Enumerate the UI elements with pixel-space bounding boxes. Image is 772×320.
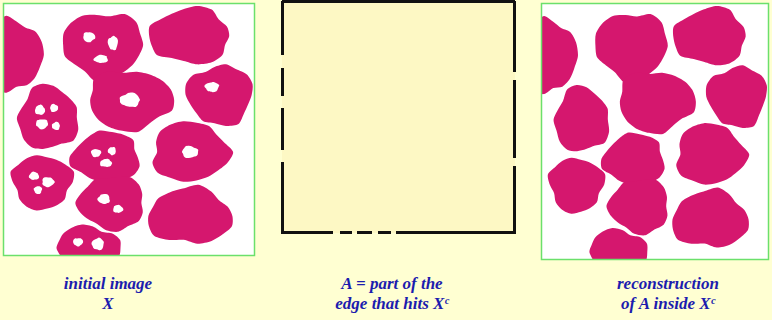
panel-caption: A = part of the edge that hits Xᶜ [334, 274, 450, 314]
cell-blob [10, 155, 74, 210]
edge-segment [281, 68, 284, 96]
cell-body [10, 155, 74, 210]
cell-blob [606, 179, 667, 235]
cell-blob [672, 188, 749, 248]
cell-body [541, 16, 578, 94]
edge-segment [396, 231, 516, 234]
cell-hole [35, 104, 45, 115]
edge-segment [513, 166, 516, 234]
cell-blob [69, 130, 139, 181]
edge-segment [357, 231, 372, 234]
panel-caption: initial image X [63, 274, 154, 314]
cell-body [673, 6, 746, 65]
cell-body [152, 121, 233, 182]
cell-hole [36, 119, 48, 129]
cell-body [620, 73, 696, 135]
cell-body [56, 225, 120, 256]
cell-body [554, 85, 610, 151]
cell-blob [541, 16, 578, 94]
cell-body [595, 14, 668, 83]
cell-blob [673, 6, 746, 65]
cell-body [90, 72, 174, 133]
edge-segment [513, 80, 516, 158]
image-frame [4, 4, 255, 256]
cell-body [606, 179, 667, 235]
edge-segment [281, 231, 333, 234]
edge-segment [340, 231, 352, 234]
cell-hole [93, 55, 108, 63]
cell-hole [50, 104, 58, 112]
cell-hole [120, 93, 140, 107]
cell-blob [56, 225, 120, 256]
cell-blob [90, 72, 174, 133]
cell-hole [108, 36, 118, 50]
cell-hole [113, 205, 123, 213]
cell-body [149, 6, 229, 64]
cell-blob [706, 65, 767, 128]
cell-hole [108, 147, 116, 155]
cell-body [75, 177, 142, 232]
cell-hole [182, 146, 198, 158]
image-ground [282, 1, 515, 233]
cell-blob [75, 177, 142, 232]
cell-hole [34, 186, 43, 194]
edge-segment [513, 1, 516, 72]
cell-body [672, 188, 749, 248]
cell-body [63, 14, 143, 82]
cell-blob [63, 14, 143, 82]
cell-body [17, 84, 78, 149]
cell-hole [97, 194, 110, 204]
cell-body [3, 16, 44, 93]
cell-hole [42, 177, 54, 187]
cell-hole [83, 32, 95, 42]
cell-body [601, 132, 665, 184]
cell-body [548, 158, 606, 214]
cell-set-scaled [541, 6, 767, 260]
cell-hole [29, 172, 39, 180]
cell-hole [52, 122, 60, 130]
cell-blob [589, 228, 647, 260]
cell-blob [601, 132, 665, 184]
cell-blob [149, 6, 229, 64]
reconstructed-set [541, 6, 767, 260]
edge-segment [281, 108, 284, 150]
edge-set [281, 1, 516, 234]
cell-body [589, 228, 647, 260]
cell-body [148, 185, 233, 244]
cell-body [706, 65, 767, 128]
image-frame [542, 4, 769, 260]
cell-blob [17, 84, 78, 149]
cell-set [3, 6, 253, 256]
cell-blob [3, 16, 44, 93]
panel-caption: reconstruction of A inside Xᶜ [616, 274, 721, 314]
cell-blob [676, 123, 749, 185]
cell-blob [595, 14, 668, 83]
cell-body [676, 123, 749, 185]
cell-hole [204, 82, 219, 92]
cell-hole [73, 238, 83, 246]
cell-blob [548, 158, 606, 214]
cell-body [69, 130, 139, 181]
cell-blob [148, 185, 233, 244]
cell-blob [554, 85, 610, 151]
edge-segment [282, 0, 515, 3]
cell-blob [185, 64, 253, 126]
cell-blob [620, 73, 696, 135]
edge-segment [281, 1, 284, 55]
edge-segment [378, 231, 391, 234]
cell-blob [152, 121, 233, 182]
cell-hole [92, 237, 104, 250]
cell-hole [91, 149, 101, 157]
cell-body [185, 64, 253, 126]
cell-hole [100, 159, 112, 167]
edge-segment [281, 162, 284, 234]
